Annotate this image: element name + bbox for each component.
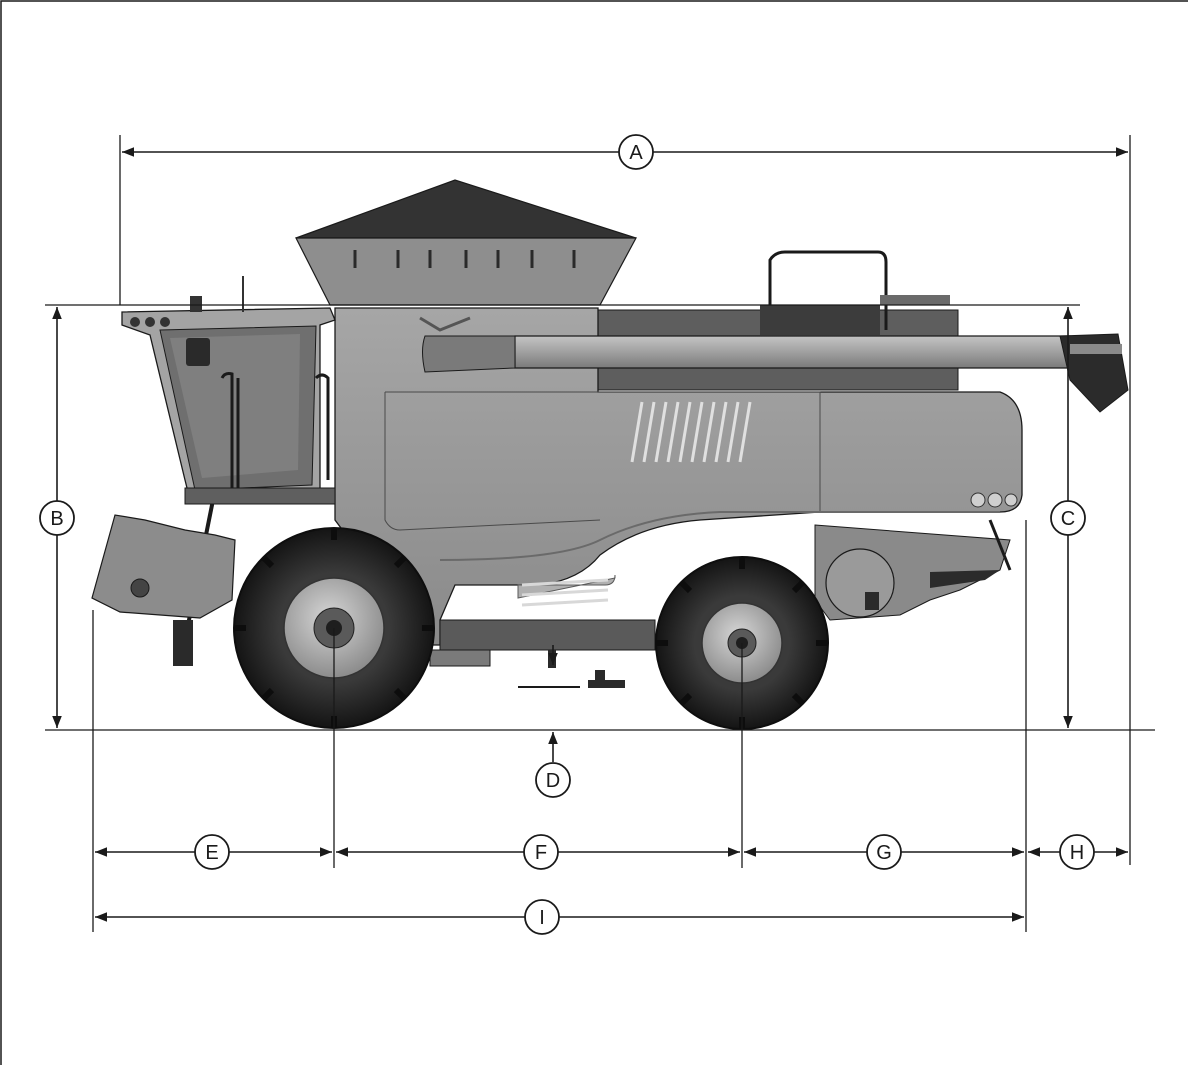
dimension-label-h: H: [1059, 834, 1095, 870]
dimension-label-i: I: [524, 899, 560, 935]
dimension-label-d: D: [535, 762, 571, 798]
label-c-text: C: [1061, 508, 1075, 530]
label-a-text: A: [629, 142, 643, 164]
dimension-label-a: A: [618, 134, 654, 170]
dimension-label-g: G: [866, 834, 902, 870]
label-d-text: D: [546, 770, 560, 792]
dimension-label-f: F: [523, 834, 559, 870]
combine-harvester-icon: [91, 179, 1129, 730]
label-e-text: E: [205, 842, 218, 864]
label-i-text: I: [539, 907, 545, 929]
label-b-text: B: [50, 508, 63, 530]
dimension-label-b: B: [39, 500, 75, 536]
dimension-label-c: C: [1050, 500, 1086, 536]
label-f-text: F: [535, 842, 547, 864]
dimension-label-e: E: [194, 834, 230, 870]
label-h-text: H: [1070, 842, 1084, 864]
label-g-text: G: [876, 842, 892, 864]
